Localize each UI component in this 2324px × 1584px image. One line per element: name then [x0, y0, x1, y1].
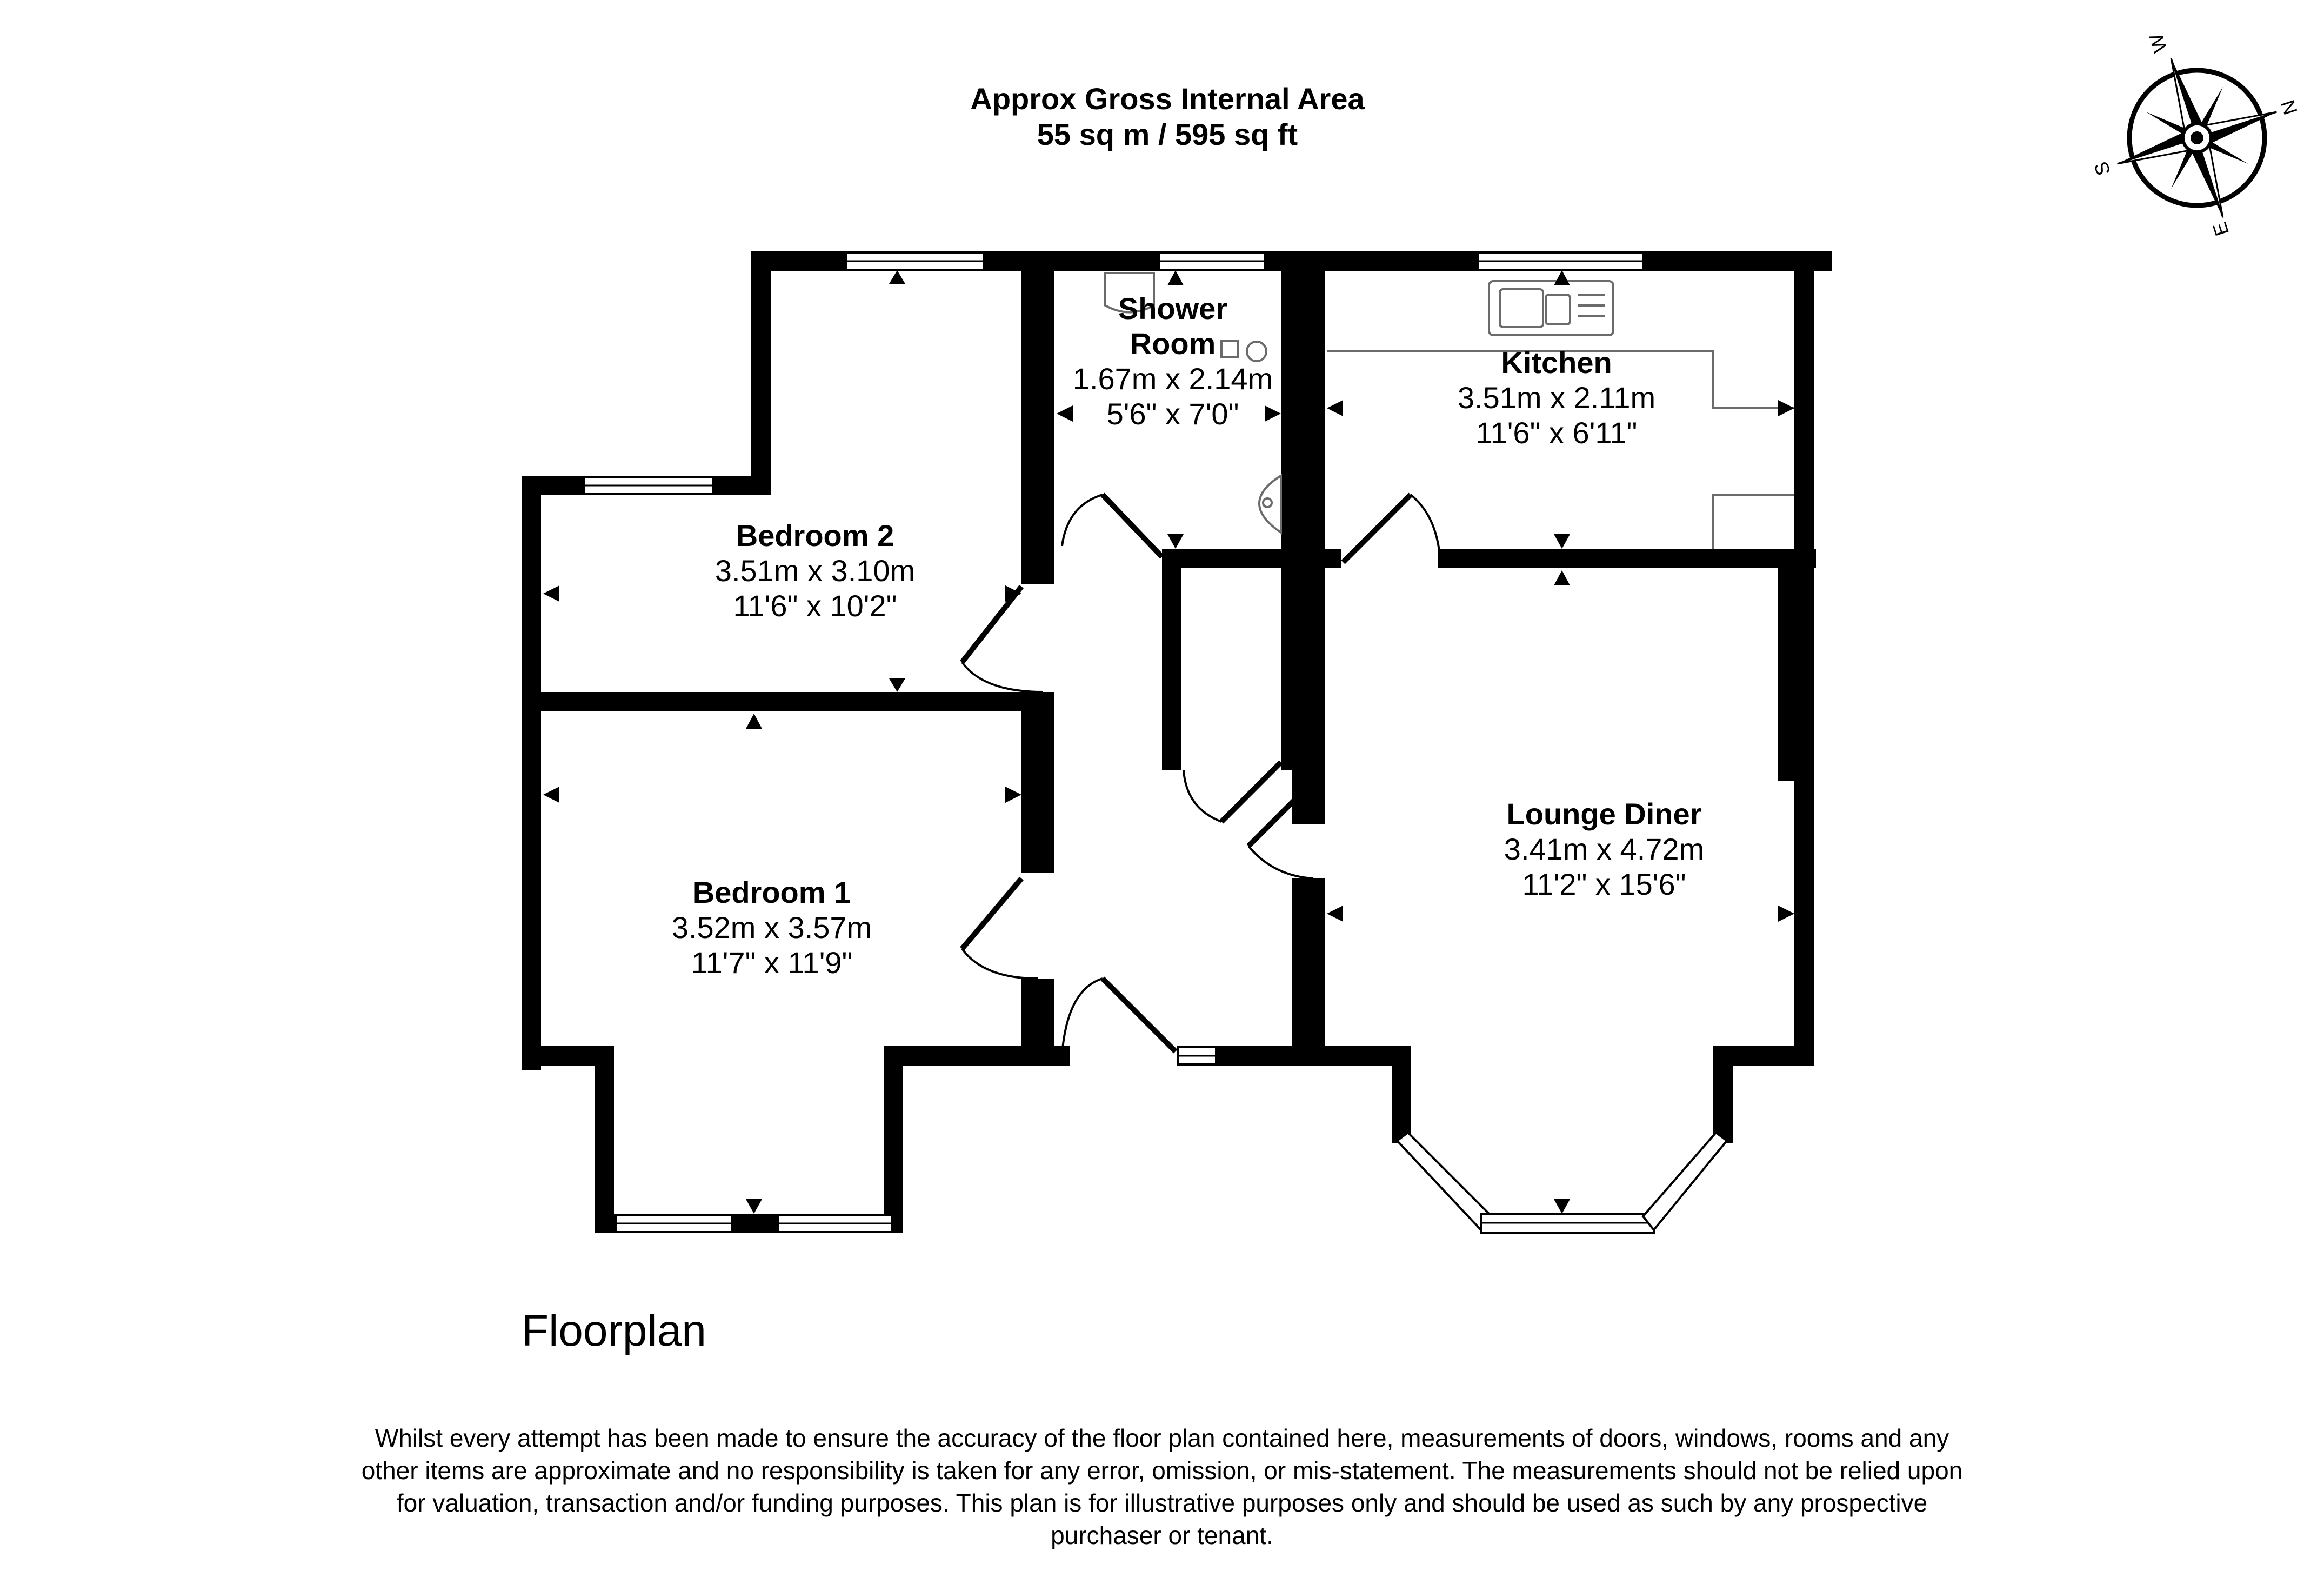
- compass-e: E: [2208, 219, 2233, 239]
- bay-window-right: [1641, 1131, 1728, 1232]
- room-bedroom-2: Bedroom 2 3.51m x 3.10m 11'6" x 10'2": [715, 518, 915, 623]
- gross-internal-area: Approx Gross Internal Area 55 sq m / 595…: [746, 81, 1589, 152]
- bay-window-left: [1395, 1131, 1493, 1232]
- fixtures: [1104, 272, 1794, 549]
- room-bedroom-1: Bedroom 1 3.52m x 3.57m 11'7" x 11'9": [672, 875, 872, 980]
- disclaimer-text: Whilst every attempt has been made to en…: [361, 1424, 1963, 1549]
- room-dim-imperial: 11'6" x 6'11": [1476, 416, 1638, 450]
- room-dim-imperial: 11'6" x 10'2": [733, 589, 897, 623]
- room-dim-metric: 3.51m x 2.11m: [1458, 381, 1655, 415]
- room-dim-metric: 3.52m x 3.57m: [672, 910, 872, 944]
- kitchen-sink-icon: [1488, 280, 1614, 336]
- basin-icon: [1258, 474, 1282, 535]
- shower-head-icon: [1246, 341, 1267, 362]
- room-lounge-diner: Lounge Diner 3.41m x 4.72m 11'2" x 15'6": [1504, 797, 1704, 901]
- compass-s: S: [2089, 159, 2114, 178]
- floor-label: Floorplan: [522, 1306, 706, 1355]
- room-name: Lounge Diner: [1507, 797, 1702, 831]
- area-value: 55 sq m / 595 sq ft: [1037, 117, 1298, 151]
- worktop-outline: [1327, 350, 1794, 409]
- room-name: Room: [1130, 327, 1216, 361]
- room-dim-metric: 3.41m x 4.72m: [1504, 832, 1704, 866]
- compass-w: W: [2145, 31, 2172, 55]
- room-name: Kitchen: [1501, 345, 1612, 380]
- room-name: Bedroom 2: [736, 518, 894, 553]
- room-dim-metric: 3.51m x 3.10m: [715, 554, 915, 588]
- area-title: Approx Gross Internal Area: [970, 82, 1365, 116]
- room-dim-metric: 1.67m x 2.14m: [1073, 362, 1273, 396]
- toilet-icon: [1104, 272, 1155, 314]
- room-name: Shower: [1118, 291, 1227, 325]
- room-shower: Shower Room 1.67m x 2.14m 5'6" x 7'0": [1073, 291, 1273, 431]
- room-dim-imperial: 11'7" x 11'9": [691, 946, 853, 980]
- windows: [583, 251, 1728, 1234]
- compass-rose-icon: W E S N: [2089, 31, 2302, 239]
- room-kitchen: Kitchen 3.51m x 2.11m 11'6" x 6'11": [1458, 345, 1655, 450]
- room-dim-imperial: 5'6" x 7'0": [1107, 397, 1239, 431]
- room-dim-imperial: 11'2" x 15'6": [1522, 867, 1686, 901]
- compass-n: N: [2276, 97, 2302, 117]
- doors: [960, 492, 1441, 1055]
- dimension-arrows: [543, 270, 1794, 1214]
- room-name: Bedroom 1: [693, 875, 851, 909]
